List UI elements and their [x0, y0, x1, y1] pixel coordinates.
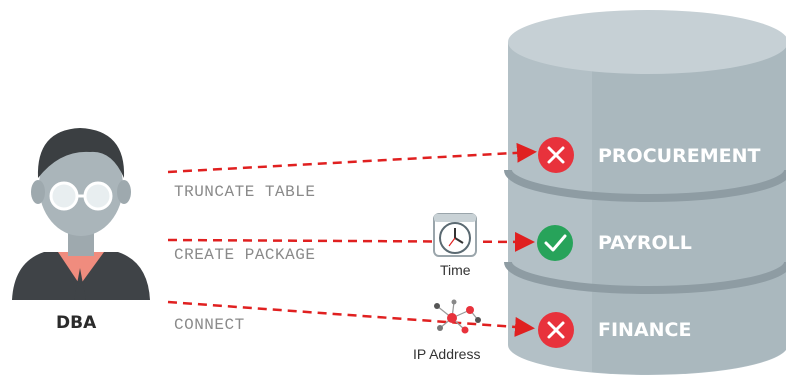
command-create-package: CREATE PACKAGE	[174, 246, 316, 264]
segment-procurement: PROCUREMENT	[598, 145, 761, 167]
command-truncate-table: TRUNCATE TABLE	[174, 183, 316, 201]
arrow-connect	[167, 300, 535, 337]
command-connect: CONNECT	[174, 316, 245, 334]
arrow-truncate	[167, 142, 537, 174]
time-label: Time	[440, 262, 471, 278]
clock-icon	[433, 213, 477, 257]
allowed-icon	[537, 225, 573, 261]
dba-person-icon	[12, 128, 150, 300]
dba-label: DBA	[56, 313, 97, 333]
segment-divider	[504, 261, 786, 294]
network-icon	[434, 299, 481, 334]
segment-payroll: PAYROLL	[598, 232, 692, 254]
denied-icon	[538, 312, 574, 348]
denied-icon	[538, 137, 574, 173]
segment-finance: FINANCE	[598, 319, 692, 341]
segment-divider	[504, 169, 786, 202]
ip-address-label: IP Address	[413, 346, 481, 362]
database-cylinder	[504, 10, 786, 375]
